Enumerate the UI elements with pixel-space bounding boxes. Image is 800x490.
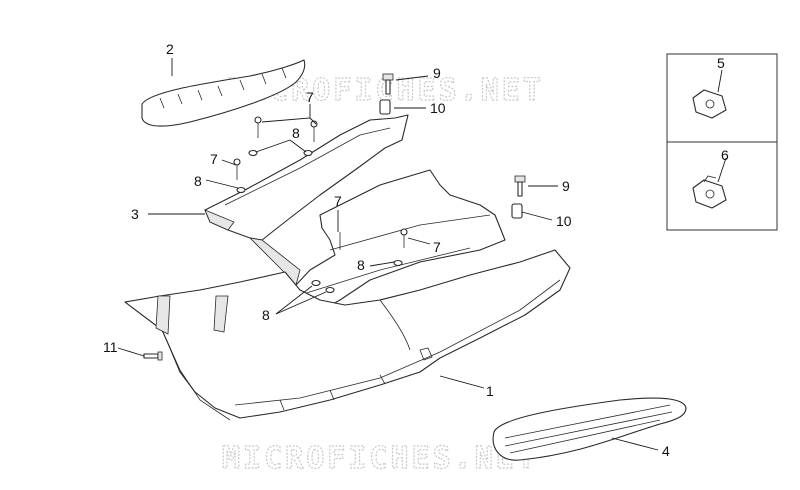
callout-9: 9 — [562, 178, 570, 194]
part-8-washers[interactable] — [236, 149, 403, 294]
callout-4: 4 — [662, 443, 670, 459]
part-9-bolt-upper[interactable] — [382, 73, 394, 95]
detail-box-5[interactable] — [666, 53, 778, 143]
callout-3: 3 — [131, 206, 139, 222]
part-7-screws[interactable] — [233, 116, 408, 250]
part-9-bolt-right[interactable] — [514, 175, 526, 197]
callout-8: 8 — [262, 307, 270, 323]
callout-9: 9 — [433, 65, 441, 81]
part-3-floor-frame[interactable] — [204, 114, 506, 313]
part-10-spacer-right[interactable] — [511, 203, 523, 219]
callout-labels: 2 9 10 7 8 7 8 3 7 9 10 7 8 8 11 1 4 5 6 — [103, 41, 729, 459]
callout-10: 10 — [556, 213, 572, 229]
callout-8: 8 — [194, 173, 202, 189]
callout-7: 7 — [210, 151, 218, 167]
part-10-spacer-upper[interactable] — [379, 99, 391, 115]
callout-5: 5 — [717, 55, 725, 71]
callout-7: 7 — [433, 239, 441, 255]
callout-8: 8 — [292, 125, 300, 141]
callout-1: 1 — [486, 383, 494, 399]
callout-7: 7 — [306, 89, 314, 105]
leader-lines — [117, 58, 727, 451]
callout-6: 6 — [721, 147, 729, 163]
part-2-cover[interactable] — [141, 59, 306, 127]
watermark-bottom: MICROFICHES.NET — [222, 441, 538, 476]
detail-box-6[interactable] — [666, 141, 778, 231]
callout-11: 11 — [103, 339, 118, 355]
part-1-belly-pan[interactable] — [124, 249, 571, 421]
callout-8: 8 — [357, 257, 365, 273]
part-11-screw[interactable] — [143, 351, 163, 361]
callout-7: 7 — [334, 193, 342, 209]
callout-2: 2 — [166, 41, 174, 57]
part-4-footrest-mat[interactable] — [492, 397, 687, 461]
callout-10: 10 — [430, 100, 446, 116]
